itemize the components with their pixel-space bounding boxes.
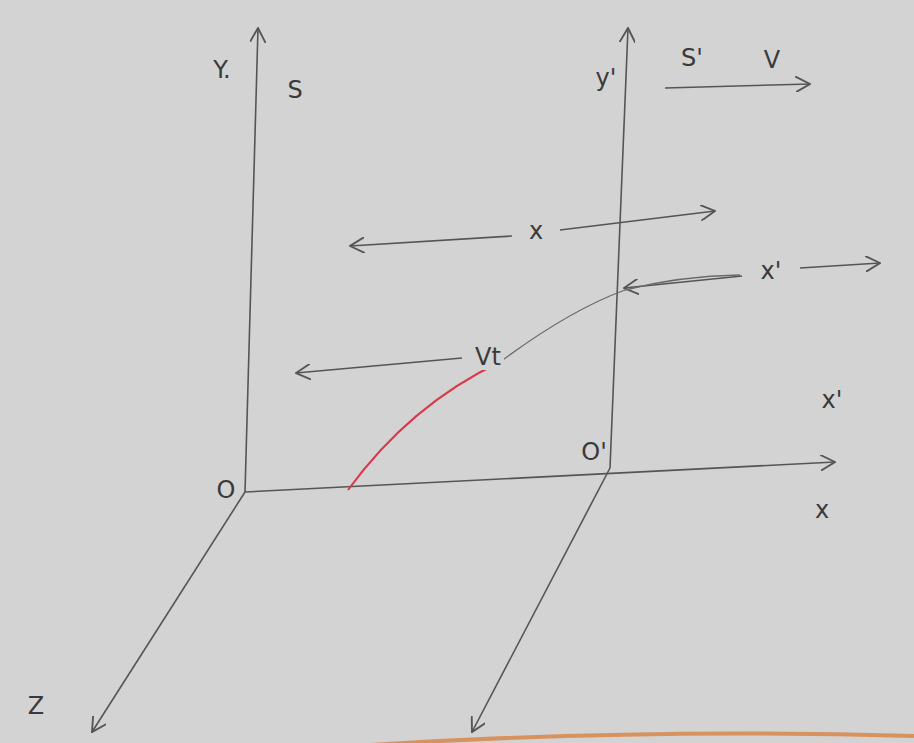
y-prime-axis <box>610 28 628 468</box>
dimension-arrow <box>560 211 715 230</box>
dimension-label: Vt <box>472 344 504 370</box>
dimension-arrow <box>296 358 462 373</box>
table-edge <box>370 733 914 743</box>
velocity-label: V <box>761 47 783 73</box>
axis-label: Z <box>25 693 47 719</box>
z-axis <box>92 492 245 732</box>
frame-label: S <box>284 77 305 103</box>
axis-label: x <box>812 497 832 523</box>
y-axis <box>245 28 258 492</box>
dimension-arrow <box>350 236 512 246</box>
z-prime-axis <box>472 468 610 732</box>
dimension-label: x <box>526 218 546 244</box>
dimension-arrow <box>800 263 880 268</box>
distance-curve <box>500 275 740 362</box>
axis-label: y' <box>593 65 620 91</box>
vt-curve <box>348 362 500 490</box>
axis-label: Y. <box>210 57 233 83</box>
x-axis <box>245 462 835 492</box>
origin-label: O' <box>578 439 610 465</box>
frame-label: S' <box>678 45 706 71</box>
origin-label: O <box>214 477 239 503</box>
axis-label: x' <box>819 387 846 413</box>
velocity-arrow <box>665 84 810 88</box>
dimension-label: x' <box>758 258 785 284</box>
